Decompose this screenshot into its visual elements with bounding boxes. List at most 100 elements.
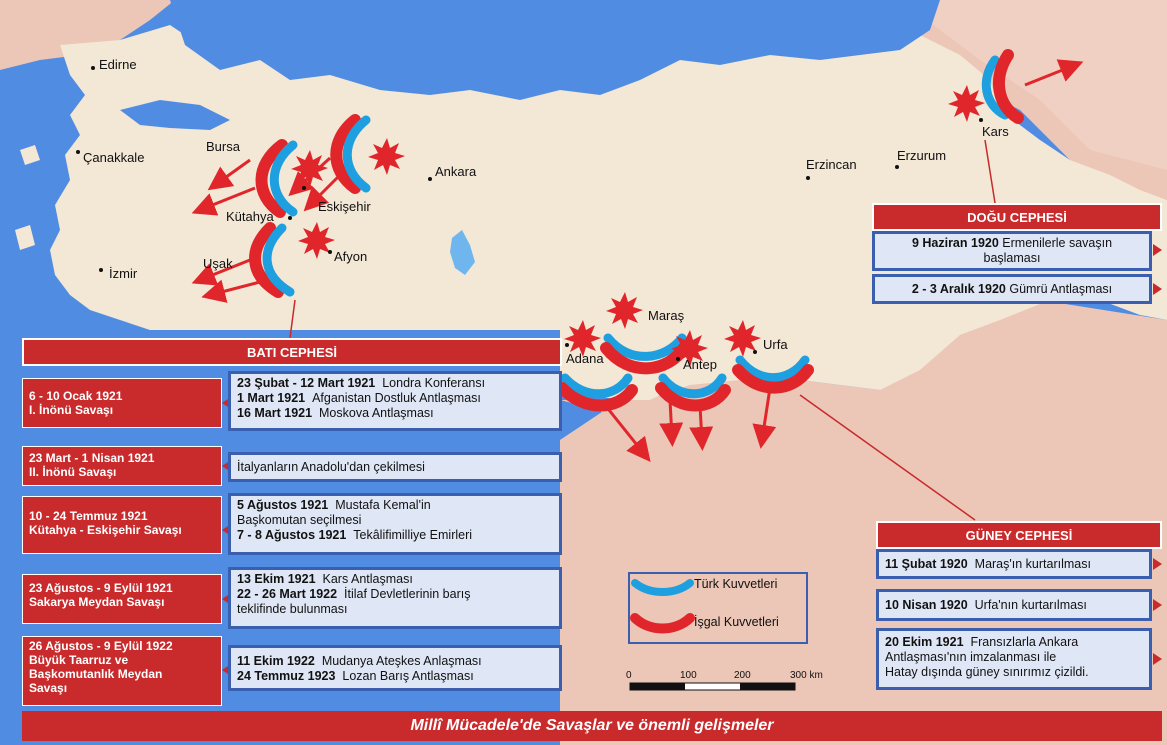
scale-label-200: 200 — [734, 670, 751, 681]
west-battle-3-name: Kütahya - Eskişehir Savaşı — [29, 523, 182, 537]
city-maras: Maraş — [648, 308, 685, 323]
city-dot-erzurum — [895, 165, 899, 169]
west-events-1: 23 Şubat - 12 Mart 1921 Londra Konferans… — [228, 371, 562, 431]
anatolia-land — [50, 25, 1167, 430]
event-row: 23 Şubat - 12 Mart 1921 Londra Konferans… — [237, 376, 486, 390]
legend-turk-label: Türk Kuvvetleri — [694, 577, 778, 591]
city-erzurum: Erzurum — [897, 148, 947, 163]
city-antep: Antep — [683, 357, 717, 372]
city-dot-urfa — [753, 350, 757, 354]
event-row: Antlaşması'nın imzalanması ile — [885, 650, 1057, 664]
scale-label-300: 300 km — [790, 670, 823, 681]
west-battle-2-pointer — [222, 460, 231, 472]
event-row: başlaması — [983, 251, 1041, 265]
aegean-island-1 — [20, 145, 40, 165]
foreign-land-northeast — [900, 0, 1167, 170]
city-erzincan: Erzincan — [806, 157, 857, 172]
west-battle-5-pointer — [222, 664, 231, 676]
city-edirne: Edirne — [99, 57, 137, 72]
event-row: 22 - 26 Mart 1922 İtilaf Devletlerinin b… — [237, 587, 471, 601]
south-front-forces — [556, 333, 814, 412]
salt-lake — [450, 230, 475, 275]
event-row: Başkomutan seçilmesi — [237, 513, 362, 527]
east-advance-arrow — [1024, 59, 1084, 87]
event-row: 11 Ekim 1922 Mudanya Ateşkes Anlaşması — [237, 654, 482, 668]
west-front-header: BATI CEPHESİ — [22, 338, 562, 366]
city-bursa: Bursa — [206, 139, 240, 154]
event-text: İtalyanların Anadolu'dan çekilmesi — [237, 460, 425, 474]
west-battle-5-date: 26 Ağustos - 9 Eylül 1922 — [29, 639, 173, 653]
city-dot-edirne — [91, 66, 95, 70]
city-dot-antep — [676, 357, 680, 361]
connector-lines — [289, 139, 996, 521]
scale-label-0: 0 — [626, 670, 632, 681]
city-izmir: İzmir — [109, 266, 138, 281]
east-event-1-pointer — [1153, 244, 1162, 256]
south-retreat-arrows — [603, 387, 777, 463]
legend-isgal-label: İşgal Kuvvetleri — [694, 615, 779, 629]
west-battle-3-date: 10 - 24 Temmuz 1921 — [29, 509, 148, 523]
west-events-4: 13 Ekim 1921 Kars Antlaşması 22 - 26 Mar… — [228, 567, 562, 629]
west-events-5: 11 Ekim 1922 Mudanya Ateşkes Anlaşması 2… — [228, 645, 562, 691]
east-front-header: DOĞU CEPHESİ — [872, 203, 1162, 231]
west-battle-4-name: Sakarya Meydan Savaşı — [29, 595, 165, 609]
event-row: 24 Temmuz 1923 Lozan Barış Antlaşması — [237, 669, 474, 683]
south-event-1: 11 Şubat 1920 Maraş'ın kurtarılması — [876, 549, 1152, 579]
east-front-forces — [981, 49, 1024, 124]
map-title: Millî Mücadele'de Savaşlar ve önemli gel… — [22, 711, 1162, 741]
west-battle-1: 6 - 10 Ocak 1921 I. İnönü Savaşı — [22, 378, 222, 428]
aegean-island-2 — [15, 225, 35, 250]
west-battle-1-date: 6 - 10 Ocak 1921 — [29, 389, 123, 403]
city-adana: Adana — [566, 351, 604, 366]
east-event-2-pointer — [1153, 283, 1162, 295]
event-row: Hatay dışında güney sınırımız çizildi. — [885, 665, 1089, 679]
west-battle-3-pointer — [222, 524, 231, 536]
city-ankara: Ankara — [435, 164, 477, 179]
city-dot-eskisehir — [302, 186, 306, 190]
event-row: 20 Ekim 1921 Fransızlarla Ankara — [885, 635, 1079, 649]
west-battle-4-date: 23 Ağustos - 9 Eylül 1921 — [29, 581, 173, 595]
scale-label-100: 100 — [680, 670, 697, 681]
event-row: 13 Ekim 1921 Kars Antlaşması — [237, 572, 413, 586]
city-dot-ankara — [428, 177, 432, 181]
west-battle-4: 23 Ağustos - 9 Eylül 1921 Sakarya Meydan… — [22, 574, 222, 624]
city-usak: Uşak — [203, 256, 233, 271]
west-battle-2-date: 23 Mart - 1 Nisan 1921 — [29, 451, 155, 465]
west-events-2: İtalyanların Anadolu'dan çekilmesi — [228, 452, 562, 482]
west-battle-5-name-3: Savaşı — [29, 681, 68, 695]
event-row: 1 Mart 1921 Afganistan Dostluk Antlaşmas… — [237, 391, 481, 405]
south-front-header: GÜNEY CEPHESİ — [876, 521, 1162, 549]
black-sea — [170, 0, 940, 100]
city-dot-kars — [979, 118, 983, 122]
east-event-2: 2 - 3 Aralık 1920 Gümrü Antlaşması — [872, 274, 1152, 304]
legend-box — [628, 572, 808, 644]
city-dot-kutahya — [288, 216, 292, 220]
event-row: 16 Mart 1921 Moskova Antlaşması — [237, 406, 434, 420]
west-battle-3: 10 - 24 Temmuz 1921 Kütahya - Eskişehir … — [22, 496, 222, 554]
east-event-1: 9 Haziran 1920 Ermenilerle savaşın başla… — [872, 231, 1152, 271]
west-front-forces — [249, 114, 371, 298]
scale-bar — [629, 682, 796, 691]
event-row: 9 Haziran 1920 Ermenilerle savaşın — [911, 236, 1113, 250]
event-row: teklifinde bulunması — [237, 602, 348, 616]
city-urfa: Urfa — [763, 337, 788, 352]
city-afyon: Afyon — [334, 249, 368, 264]
south-event-3: 20 Ekim 1921 Fransızlarla Ankara Antlaşm… — [876, 628, 1152, 690]
south-event-2: 10 Nisan 1920 Urfa'nın kurtarılması — [876, 589, 1152, 621]
event-row: 5 Ağustos 1921 Mustafa Kemal'in — [237, 498, 431, 512]
west-battle-2-name: II. İnönü Savaşı — [29, 465, 117, 479]
west-battle-4-pointer — [222, 593, 231, 605]
city-dot-afyon — [328, 250, 332, 254]
event-row: 7 - 8 Ağustos 1921 Tekâlifimilliye Emirl… — [237, 528, 473, 542]
south-event-1-pointer — [1153, 558, 1162, 570]
city-dot-izmir — [99, 268, 103, 272]
city-canakkale: Çanakkale — [83, 150, 145, 165]
south-event-2-pointer — [1153, 599, 1162, 611]
west-battle-1-pointer — [222, 397, 231, 409]
west-events-3: 5 Ağustos 1921 Mustafa Kemal'in Başkomut… — [228, 493, 562, 555]
south-event-3-pointer — [1153, 653, 1162, 665]
city-dot-canakkale — [76, 150, 80, 154]
city-kutahya: Kütahya — [226, 209, 274, 224]
foreign-land-balkan — [0, 0, 175, 70]
city-kars: Kars — [982, 124, 1009, 139]
